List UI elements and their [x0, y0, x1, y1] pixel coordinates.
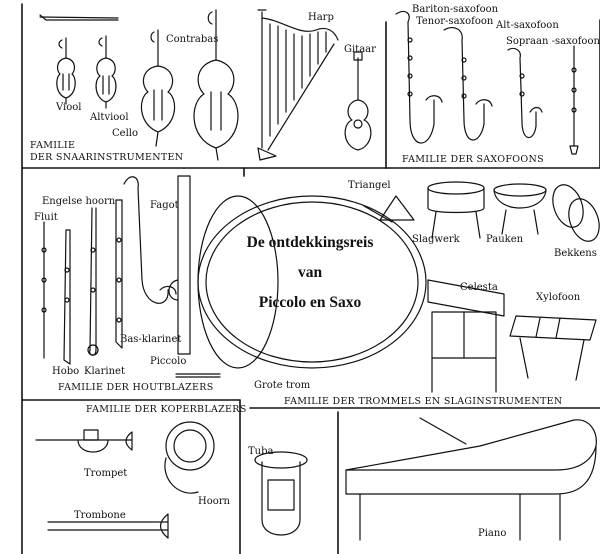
label-harp: Harp	[308, 12, 334, 23]
label-piccolo: Piccolo	[150, 356, 187, 367]
contrabass-shape	[193, 9, 239, 161]
title-line-3: Piccolo en Saxo	[258, 294, 362, 311]
clarinet-shape	[115, 199, 123, 349]
triangle-shape	[363, 195, 415, 223]
viola-shape	[95, 35, 117, 109]
violin-shape	[56, 37, 76, 105]
label-celesta: Celesta	[460, 282, 498, 293]
bassoon-shape	[168, 175, 191, 355]
guitar-shape	[344, 51, 372, 151]
label-horn: Hoorn	[198, 496, 230, 507]
label-alto-sax: Alt-saxofoon	[496, 20, 559, 31]
label-bassoon: Fagot	[150, 200, 179, 211]
cello-shape	[140, 29, 176, 147]
family-woodwinds: FAMILIE DER HOUTBLAZERS	[58, 382, 214, 393]
poster-title: De ontdekkingsreis van Piccolo en Saxo	[216, 228, 404, 320]
label-cymbals: Bekkens	[554, 248, 597, 259]
tenor-sax-shape	[443, 27, 493, 141]
label-bass-drum: Grote trom	[254, 380, 311, 391]
soprano-sax-shape	[569, 45, 579, 155]
family-strings-line2: DER SNAARINSTRUMENTEN	[30, 152, 184, 163]
label-xylophone: Xylofoon	[536, 292, 581, 303]
celesta-shape	[427, 279, 505, 393]
bass-clarinet-shape	[123, 176, 177, 304]
label-tuba: Tuba	[248, 446, 274, 457]
family-brass: FAMILIE DER KOPERBLAZERS	[86, 404, 247, 415]
frame-lines	[21, 3, 600, 554]
title-line-1: De ontdekkingsreis	[246, 234, 374, 251]
family-strings-line1: FAMILIE	[30, 140, 76, 151]
label-triangle: Triangel	[348, 180, 391, 191]
label-cello: Cello	[112, 128, 138, 139]
cymbals-shape	[552, 184, 600, 242]
label-tenor-sax: Tenor-saxofoon	[416, 16, 494, 27]
label-piano: Piano	[478, 528, 507, 539]
label-baritone-sax: Bariton-saxofoon	[412, 4, 499, 15]
baritone-sax-shape	[395, 10, 443, 144]
alto-sax-shape	[507, 47, 543, 139]
tuba-shape	[254, 451, 308, 536]
label-snare: Slagwerk	[412, 234, 460, 245]
grand-piano-shape	[345, 417, 597, 541]
xylophone-shape	[509, 315, 597, 381]
label-contrabass: Contrabas	[166, 34, 219, 45]
trombone-shape	[47, 513, 169, 539]
label-clarinet: Klarinet	[84, 366, 125, 377]
label-flute: Fluit	[34, 212, 58, 223]
label-bass-clarinet: Bas-klarinet	[120, 334, 182, 345]
piccolo-shape	[175, 373, 221, 378]
label-soprano-sax: Sopraan -saxofoon	[506, 36, 600, 47]
label-oboe: Hobo	[52, 366, 80, 377]
snare-drum-shape	[427, 181, 485, 239]
bow-shape	[39, 14, 119, 21]
oboe-shape	[63, 229, 71, 365]
french-horn-shape	[164, 421, 215, 494]
family-percussion: FAMILIE DER TROMMELS EN SLAGINSTRUMENTEN	[284, 396, 563, 407]
label-trombone: Trombone	[74, 510, 126, 521]
label-violin: Viool	[56, 102, 82, 113]
title-line-2: van	[297, 264, 323, 281]
label-guitar: Gitaar	[344, 44, 376, 55]
label-trumpet: Trompet	[84, 468, 128, 479]
label-english-horn: Engelse hoorn	[42, 196, 116, 207]
trumpet-shape	[35, 429, 133, 453]
label-timpani: Pauken	[486, 234, 524, 245]
harp-shape	[257, 9, 339, 161]
timpani-shape	[493, 183, 547, 235]
bass-drum-shape	[197, 195, 427, 369]
flute-shape	[41, 221, 47, 359]
family-saxophones: FAMILIE DER SAXOFOONS	[402, 154, 544, 165]
label-viola: Altviool	[90, 112, 129, 123]
english-horn-shape	[87, 207, 99, 356]
